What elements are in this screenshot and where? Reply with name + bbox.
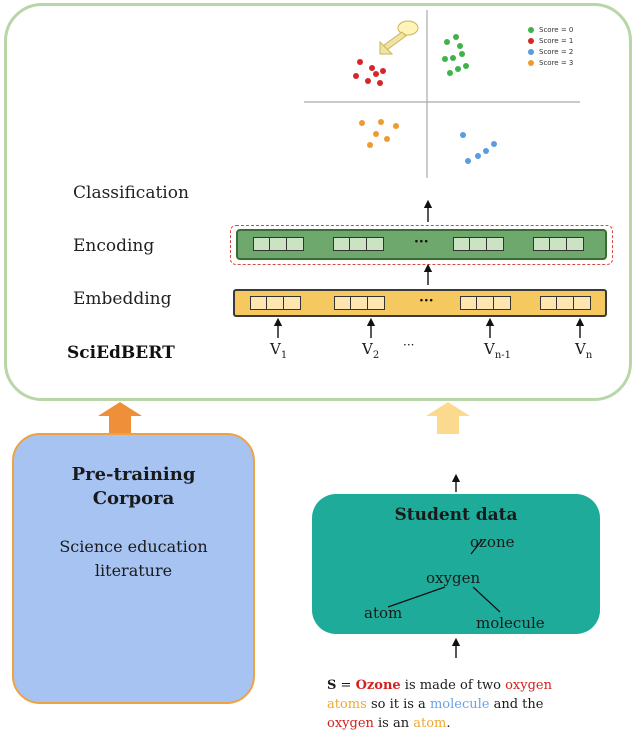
score-1-point xyxy=(380,68,386,74)
panel-arrows xyxy=(273,199,585,338)
score-3-point xyxy=(393,123,399,129)
word-graph-edges xyxy=(387,539,501,613)
word-molecule: molecule xyxy=(476,614,545,632)
token-v2: V2 xyxy=(362,340,380,361)
student-arrows xyxy=(451,473,461,658)
legend-label: Score = 0 xyxy=(539,25,574,34)
score-1-point xyxy=(373,71,379,77)
embedding-ellipsis: ··· xyxy=(419,293,434,309)
student-data-title: Student data xyxy=(394,505,518,525)
score-1-point xyxy=(369,65,375,71)
classification-label: Classification xyxy=(73,183,189,203)
legend-item: Score = 2 xyxy=(528,46,573,57)
score-1-point xyxy=(377,80,383,86)
word-oxygen: oxygen xyxy=(426,569,481,587)
score-0-point xyxy=(444,39,450,45)
token-vn-1: Vn-1 xyxy=(484,340,512,361)
encoding-vector xyxy=(332,237,384,251)
score-0-point xyxy=(455,66,461,72)
token-ellipsis: ··· xyxy=(403,338,415,352)
score-3-cluster xyxy=(359,119,399,148)
encoding-layer: ··· xyxy=(236,229,607,260)
embedding-label: Embedding xyxy=(73,289,172,309)
score-2-cluster xyxy=(460,132,497,164)
score-1-point xyxy=(365,78,371,84)
score-3-point xyxy=(359,120,365,126)
pretraining-corpora-box: Pre-training Corpora Science education l… xyxy=(12,433,255,704)
model-panel xyxy=(4,3,632,401)
legend-label: Score = 3 xyxy=(539,58,574,67)
student-data-box xyxy=(312,494,600,634)
corpus-description: Science education literature xyxy=(59,537,208,580)
legend-label: Score = 1 xyxy=(539,36,574,45)
score-0-point xyxy=(450,55,456,61)
score-0-cluster xyxy=(442,34,469,76)
legend-swatch xyxy=(528,48,534,55)
score-2-point xyxy=(483,148,489,154)
word-atom: atom xyxy=(364,604,403,622)
score-1-point xyxy=(357,59,363,65)
encoding-vector xyxy=(532,237,584,251)
score-1-cluster xyxy=(353,59,386,86)
legend-item: Score = 0 xyxy=(528,24,573,35)
score-0-point xyxy=(453,34,459,40)
model-name: SciEdBERT xyxy=(67,343,175,363)
token-v1: V1 xyxy=(270,340,288,361)
score-3-point xyxy=(378,119,384,125)
score-2-point xyxy=(491,141,497,147)
embedding-vector xyxy=(539,296,591,310)
highlight-pointer xyxy=(379,20,419,55)
score-3-point xyxy=(367,142,373,148)
embedding-vector xyxy=(249,296,301,310)
score-2-point xyxy=(475,153,481,159)
score-0-point xyxy=(457,43,463,49)
legend-item: Score = 1 xyxy=(528,35,573,46)
encoding-vector xyxy=(252,237,304,251)
embedding-vector xyxy=(459,296,511,310)
score-3-point xyxy=(373,131,379,137)
scatter-legend: Score = 0 Score = 1 Score = 2 Score = 3 xyxy=(528,24,573,68)
example-sentence: S = Ozone is made of two oxygen atoms so… xyxy=(327,678,552,731)
score-0-point xyxy=(447,70,453,76)
score-2-point xyxy=(465,158,471,164)
corpus-flow-arrow xyxy=(98,402,142,434)
encoding-highlight-border xyxy=(230,225,613,265)
encoding-vector xyxy=(452,237,504,251)
score-0-point xyxy=(442,56,448,62)
legend-swatch xyxy=(528,37,534,44)
token-vn: Vn xyxy=(575,340,593,361)
score-0-point xyxy=(459,51,465,57)
corpus-title: Pre-training Corpora xyxy=(71,464,196,509)
legend-label: Score = 2 xyxy=(539,47,574,56)
encoding-ellipsis: ··· xyxy=(414,234,429,250)
encoding-label: Encoding xyxy=(73,236,155,256)
student-flow-arrow xyxy=(426,402,470,434)
embedding-vector xyxy=(333,296,385,310)
legend-swatch xyxy=(528,59,534,66)
score-0-point xyxy=(463,63,469,69)
score-scatter-plot xyxy=(304,10,580,178)
score-2-point xyxy=(460,132,466,138)
legend-item: Score = 3 xyxy=(528,57,573,68)
score-3-point xyxy=(384,136,390,142)
word-ozone: ozone xyxy=(470,533,515,551)
legend-swatch xyxy=(528,26,534,33)
score-1-point xyxy=(353,73,359,79)
embedding-layer: ··· xyxy=(233,289,607,317)
